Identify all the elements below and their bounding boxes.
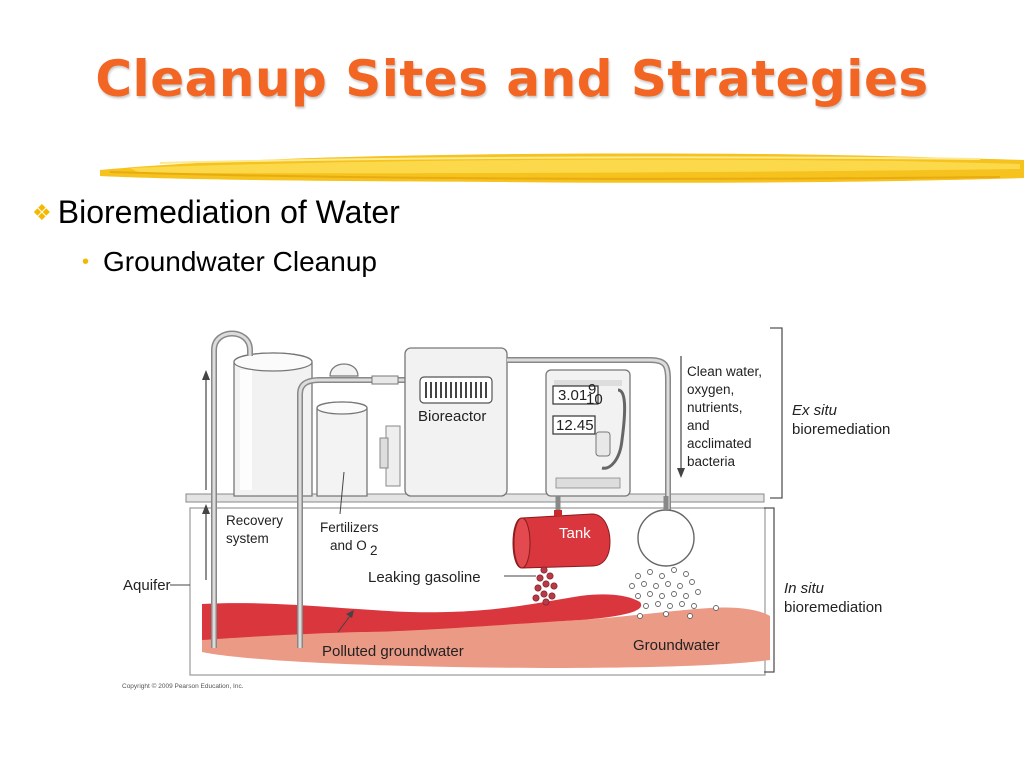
tank-label: Tank — [559, 525, 591, 542]
oxygen-bubbles — [629, 567, 719, 619]
bullet-level1-text: Bioremediation of Water — [57, 194, 400, 230]
four-diamond-bullet-icon: ❖ — [32, 199, 52, 225]
in-situ-label-2: bioremediation — [784, 599, 882, 616]
bioremediation-diagram: Bioreactor 3.01 9 10 12.45 Tank — [122, 327, 890, 690]
pump-nozzle — [601, 388, 627, 470]
o2-subscript: 2 — [370, 543, 378, 558]
fertilizer-tank — [316, 401, 368, 497]
fertilizers-label-2: and O — [330, 538, 367, 553]
ex-situ-label-2: bioremediation — [792, 421, 890, 438]
inputs-label-3: nutrients, — [687, 400, 743, 415]
gasoline-droplets — [532, 566, 558, 606]
fertilizers-label-1: Fertilizers — [320, 520, 379, 535]
leaking-gasoline-label: Leaking gasoline — [368, 569, 481, 586]
bioreactor-vent-slots — [425, 382, 487, 398]
aquifer-label: Aquifer — [123, 577, 171, 594]
bullet-level2-text: Groundwater Cleanup — [103, 246, 377, 277]
decorative-brush-stroke — [100, 153, 1024, 183]
inputs-label-4: and — [687, 418, 710, 433]
aeration-sphere — [637, 509, 695, 567]
copyright-label: Copyright © 2009 Pearson Education, Inc. — [122, 682, 244, 690]
in-situ-label-1: In situ — [784, 580, 825, 597]
recovery-system-label-2: system — [226, 531, 269, 546]
leaking-tank — [512, 513, 611, 569]
inputs-label-2: oxygen, — [687, 382, 734, 397]
inputs-label-1: Clean water, — [687, 364, 762, 379]
bioreactor-label: Bioreactor — [418, 408, 486, 425]
groundwater-label: Groundwater — [633, 637, 720, 654]
pump-price: 3.01 — [558, 387, 587, 404]
inputs-label-5: acclimated — [687, 436, 752, 451]
pump-total: 12.45 — [556, 417, 594, 434]
bullet-level1: ❖ Bioremediation of Water — [32, 194, 400, 231]
polluted-groundwater-label: Polluted groundwater — [322, 643, 464, 660]
bullet-level2: • Groundwater Cleanup — [82, 246, 377, 278]
dot-bullet-icon: • — [82, 250, 90, 273]
inputs-label-6: bacteria — [687, 454, 736, 469]
recovery-system-label-1: Recovery — [226, 513, 283, 528]
ex-situ-label-1: Ex situ — [792, 402, 838, 419]
ex-situ-bracket — [770, 327, 783, 499]
polluted-groundwater-layer — [202, 594, 642, 640]
slide-title: Cleanup Sites and Strategies — [95, 50, 929, 108]
in-situ-bracket — [764, 507, 775, 673]
pump-price-fraction-num: 9 — [588, 381, 596, 398]
pump-price-fraction-den: 10 — [586, 391, 603, 408]
